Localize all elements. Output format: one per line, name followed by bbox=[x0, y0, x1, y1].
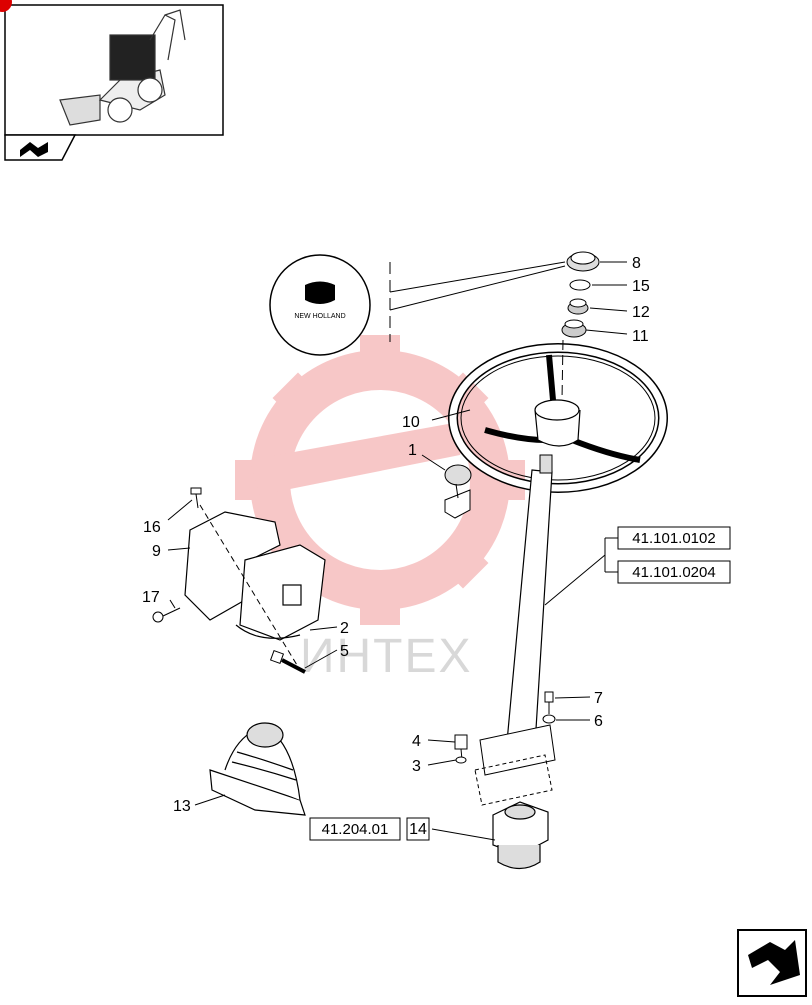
callout-15: 15 bbox=[632, 278, 650, 295]
next-page-button[interactable] bbox=[737, 929, 807, 997]
watermark-text: ИНТЕХ bbox=[300, 630, 473, 683]
arrow-icon bbox=[748, 940, 800, 985]
ref-valve-label: 41.204.01 bbox=[322, 821, 389, 838]
lever-knob-part bbox=[444, 464, 472, 519]
column-shroud-part bbox=[184, 511, 326, 641]
callout-4: 4 bbox=[412, 733, 421, 750]
callout-1: 1 bbox=[408, 442, 417, 459]
callout-13: 13 bbox=[173, 798, 191, 815]
backhoe-loader-thumbnail bbox=[59, 9, 186, 126]
badge-brand-text: NEW HOLLAND bbox=[294, 313, 345, 320]
corner-marker bbox=[0, 0, 12, 12]
steering-wheel-part bbox=[448, 339, 668, 493]
callout-3: 3 bbox=[412, 758, 421, 775]
callout-10: 10 bbox=[402, 414, 420, 431]
ref-column-2-label: 41.101.0204 bbox=[632, 564, 715, 581]
bolt-part-4 bbox=[454, 734, 468, 761]
callout-9: 9 bbox=[152, 543, 161, 560]
callout-2: 2 bbox=[340, 620, 349, 637]
callout-11: 11 bbox=[632, 328, 649, 345]
new-holland-logo-icon: NEW HOLLAND bbox=[294, 281, 346, 320]
callout-6: 6 bbox=[594, 713, 603, 730]
callouts: 8 15 12 11 10 1 16 9 17 2 5 4 3 7 6 13 bbox=[142, 255, 650, 815]
leader-lines bbox=[167, 261, 628, 806]
bolt-part-5 bbox=[269, 649, 306, 674]
book-arrow-icon bbox=[20, 142, 48, 157]
callout-5: 5 bbox=[340, 643, 349, 660]
callout-8: 8 bbox=[632, 255, 641, 272]
washer-part-6 bbox=[542, 714, 556, 724]
ref-column-2[interactable]: 41.101.0204 bbox=[617, 560, 731, 584]
callout-14-box: 14 bbox=[406, 817, 430, 841]
ref-valve[interactable]: 41.204.01 bbox=[309, 817, 401, 841]
steering-column-part bbox=[474, 454, 556, 806]
washer-part-3 bbox=[455, 756, 467, 764]
callout-12: 12 bbox=[632, 304, 650, 321]
nut-part-12 bbox=[567, 298, 589, 315]
machine-thumbnail[interactable] bbox=[4, 4, 224, 161]
washer-part bbox=[569, 279, 591, 291]
nut-part-11 bbox=[561, 319, 587, 338]
rubber-boot-part bbox=[209, 722, 306, 816]
horn-cap-badge: NEW HOLLAND bbox=[269, 254, 371, 356]
callout-17: 17 bbox=[142, 589, 160, 606]
ref-column-1-label: 41.101.0102 bbox=[632, 530, 715, 547]
horn-button-part bbox=[566, 251, 600, 272]
steering-valve-part bbox=[492, 801, 549, 870]
bolt-part-7 bbox=[544, 691, 554, 714]
ref-column-1[interactable]: 41.101.0102 bbox=[617, 526, 731, 550]
screw-part-17 bbox=[152, 607, 181, 623]
callout-7: 7 bbox=[594, 690, 603, 707]
screw-part-16 bbox=[190, 487, 202, 509]
callout-14: 14 bbox=[409, 821, 427, 838]
callout-16: 16 bbox=[143, 519, 161, 536]
